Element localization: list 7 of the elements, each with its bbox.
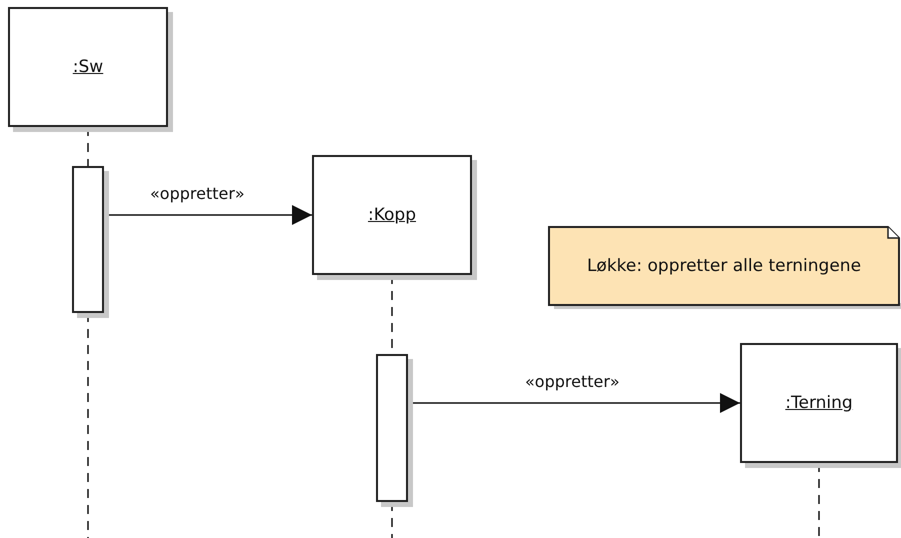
note-box [548, 226, 900, 306]
edge-label: «oppretter» [150, 184, 245, 203]
note-text: Løkke: oppretter alle terningene [586, 256, 862, 276]
edge-label: «oppretter» [525, 372, 620, 391]
object-name: :Sw [72, 57, 104, 77]
object-name: :Terning [785, 393, 853, 413]
object-name: :Kopp [368, 205, 416, 225]
